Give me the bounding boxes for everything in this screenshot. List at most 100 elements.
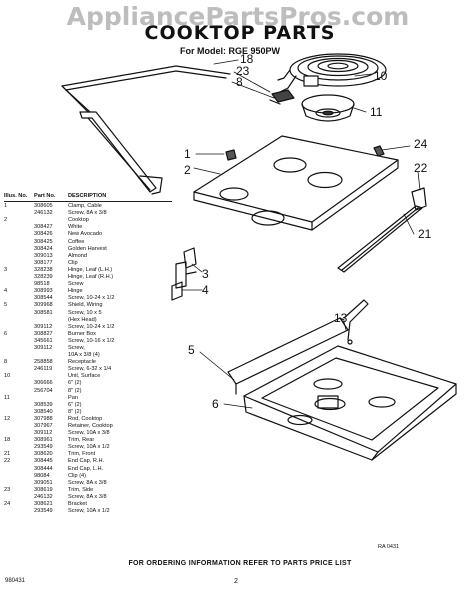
legend-illus-no: 8 [4, 359, 8, 366]
legend-illus-no: 2 [4, 217, 8, 224]
legend-illus-no [4, 345, 34, 352]
legend-row: 246119 Screw, 6-32 x 1/4 [4, 366, 172, 373]
legend-description: 6" (2) [68, 401, 82, 408]
legend-part-no: 328238 [34, 266, 53, 273]
legend-part-no: 256704 [34, 387, 53, 394]
legend-illus-no [4, 352, 34, 359]
page-number: 2 [234, 578, 238, 585]
legend-description: Screw, [68, 344, 85, 351]
legend-description: 8" (2) [68, 408, 82, 415]
legend-part-no: 308427 [34, 224, 53, 231]
callout-1: 1 [184, 147, 191, 161]
receptacle [269, 89, 295, 105]
legend-illus-no: 11 [4, 394, 10, 401]
legend-row: 308539 6" (2) [4, 402, 172, 409]
legend-illus-no [4, 423, 34, 430]
legend-illus-no [4, 366, 34, 373]
front-trim [337, 205, 423, 273]
legend-description: Clip [68, 259, 78, 266]
legend-description: Screw, 10A x 1/2 [68, 508, 110, 515]
legend-part-no: 309013 [34, 252, 53, 259]
document-code: 980431 [5, 578, 26, 584]
legend-illus-no [4, 444, 34, 451]
legend-description: Screw, 10-16 x 1/2 [68, 337, 115, 344]
burner-box [243, 345, 457, 461]
legend-part-no: 309112 [34, 323, 53, 330]
legend-part-no [34, 373, 68, 380]
legend-description: Pan [68, 394, 78, 401]
legend-part-no: 308581 [34, 309, 53, 316]
cooktop [193, 135, 427, 231]
legend-part-no: 308539 [34, 401, 53, 408]
legend-description: Clip (4) [68, 472, 87, 479]
legend-illus-no [4, 295, 34, 302]
legend-row: 345661 Screw, 10-16 x 1/2 [4, 338, 172, 345]
callout-2: 2 [184, 163, 191, 177]
legend-row: 21 308620 Trim, Front [4, 451, 172, 458]
legend-illus-no: 21 [4, 451, 11, 458]
legend-illus-no [4, 409, 34, 416]
legend-description: Screw, 8A x 3/8 [68, 210, 107, 217]
page-title: COOKTOP PARTS [144, 22, 336, 44]
legend-illus-no: 1 [4, 203, 8, 210]
watermark: AppliancePartsPros.com [66, 2, 410, 31]
legend-description: End Cap, R.H. [68, 458, 105, 465]
legend-illus-no [4, 317, 34, 324]
model-line: For Model: RGE 950PW [180, 46, 281, 56]
legend-description: 8" (2) [68, 387, 82, 394]
legend-illus-no [4, 274, 34, 281]
legend-row: 10A x 3/8 (4) [4, 352, 172, 359]
legend-description: Screw, 10 x 5 [68, 309, 102, 316]
legend-description: Screw, 6-32 x 1/4 [68, 366, 112, 373]
legend-illus-no: 12 [4, 415, 11, 422]
callout-10: 10 [374, 69, 388, 83]
legend-part-no: 98518 [34, 281, 50, 288]
legend-part-no: 345661 [34, 337, 53, 344]
legend-illus-no [4, 473, 34, 480]
trim-frame [61, 65, 231, 195]
legend-description: Hinge [68, 288, 83, 295]
legend-description: Cooktop [68, 217, 89, 224]
legend-row: 2 Cooktop [4, 217, 172, 224]
legend-description: 6" (2) [68, 380, 82, 387]
legend-illus-no [4, 281, 34, 288]
legend-description: Golden Harvest [68, 245, 107, 252]
legend-illus-no: 4 [4, 288, 8, 295]
legend-description: Trim, Front [68, 451, 96, 458]
legend-part-no: 309968 [34, 302, 53, 309]
legend-description: Coffee [68, 238, 85, 245]
legend-illus-no: 24 [4, 501, 11, 508]
legend-description: Screw, 8A x 3/8 [68, 479, 107, 486]
legend-part-no [34, 217, 68, 224]
legend-header-part: Part No. [34, 193, 56, 199]
legend-illus-no [4, 239, 34, 246]
legend-part-no: 308620 [34, 451, 53, 458]
legend-description: Screw, 10-24 x 1/2 [68, 295, 115, 302]
legend-illus-no [4, 253, 34, 260]
legend-description: Receptacle [68, 359, 96, 366]
legend-part-no: 246119 [34, 366, 53, 373]
legend-part-no: 308426 [34, 231, 53, 238]
legend-description: Screw, 10A x 1/2 [68, 444, 110, 451]
legend-description: Trim, Rear [68, 437, 95, 444]
legend-part-no [34, 395, 68, 402]
legend-illus-no [4, 246, 34, 253]
legend-illus-no [4, 402, 34, 409]
